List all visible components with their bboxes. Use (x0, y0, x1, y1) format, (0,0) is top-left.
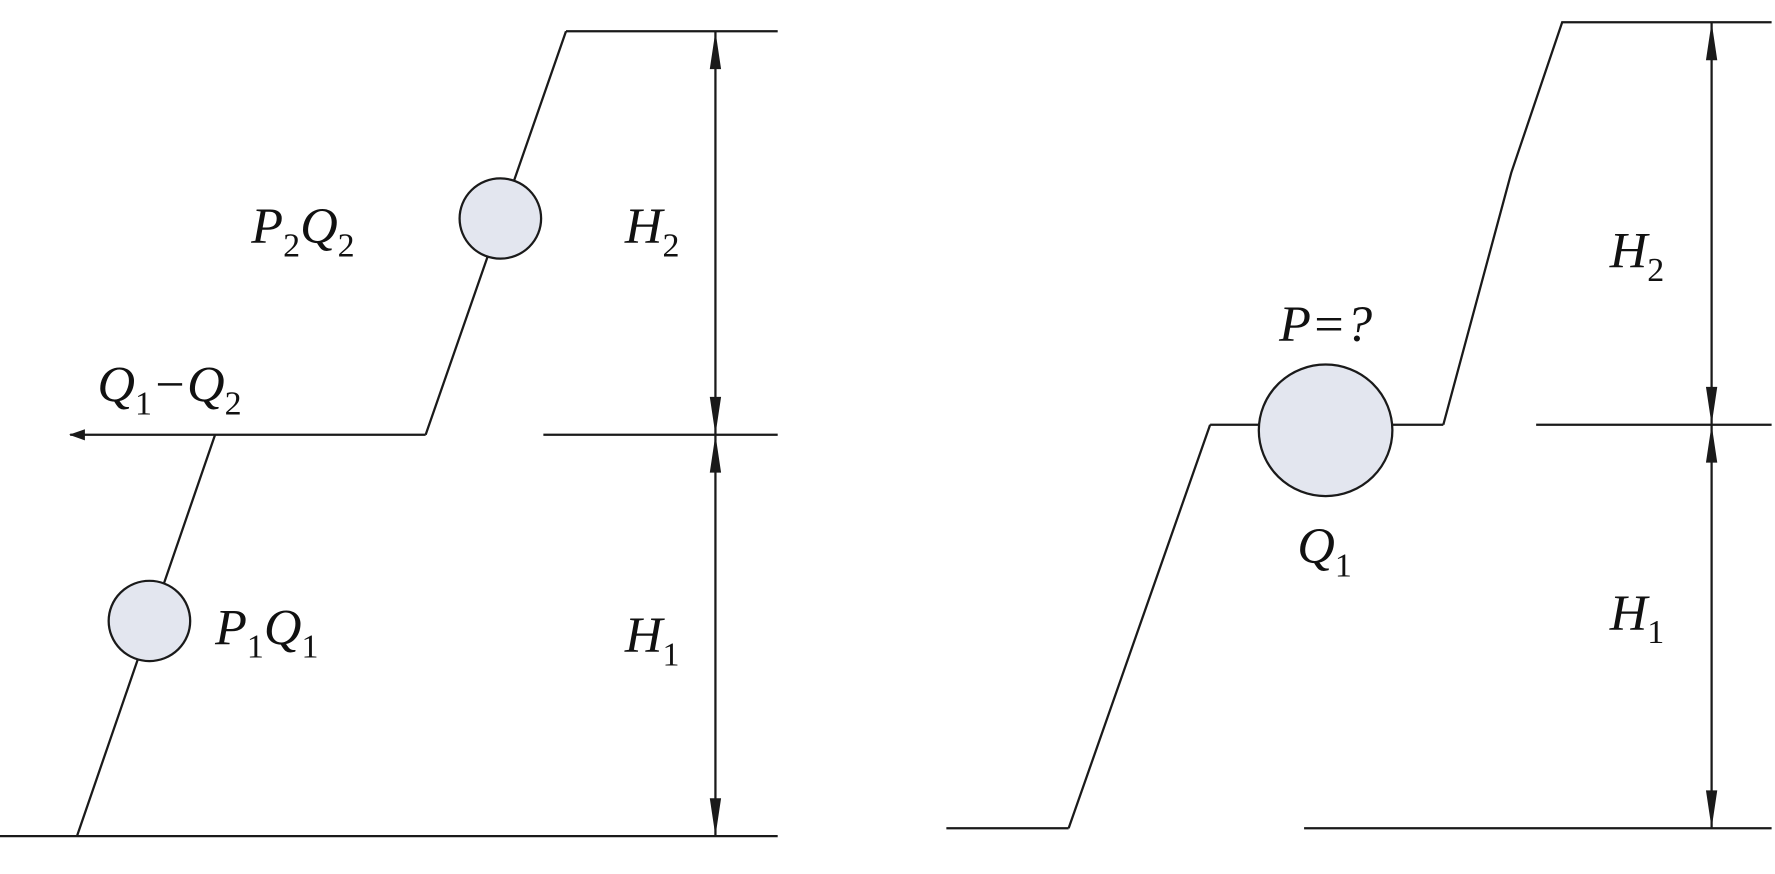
pump-flow-label: Q1 (1297, 518, 1352, 584)
pump (1257, 363, 1394, 498)
outflow-label: Q1−Q2 (97, 357, 241, 423)
lower-pump (107, 579, 192, 663)
pump-power-label: P=? (1278, 296, 1372, 353)
dimension-h1 (1705, 424, 1718, 829)
lower-pipe (1067, 424, 1212, 829)
lower-pump-label: P1Q1 (214, 600, 318, 666)
upper-pipe (1442, 21, 1772, 426)
upper-pump (458, 177, 543, 260)
height-h1-label: H1 (624, 608, 680, 674)
height-h1-label: H1 (1609, 585, 1665, 651)
dimension-h2 (709, 31, 722, 435)
height-h2-label: H2 (1609, 223, 1665, 289)
upper-pump-label: P2Q2 (250, 198, 354, 264)
height-h2-label: H2 (624, 198, 680, 264)
left-diagram: P2Q2 P1Q1 Q1−Q2 H2 H1 (0, 30, 778, 838)
right-diagram: P=? Q1 H2 H1 (946, 21, 1772, 830)
dimension-h1 (709, 434, 722, 837)
dimension-h2 (1705, 22, 1718, 425)
